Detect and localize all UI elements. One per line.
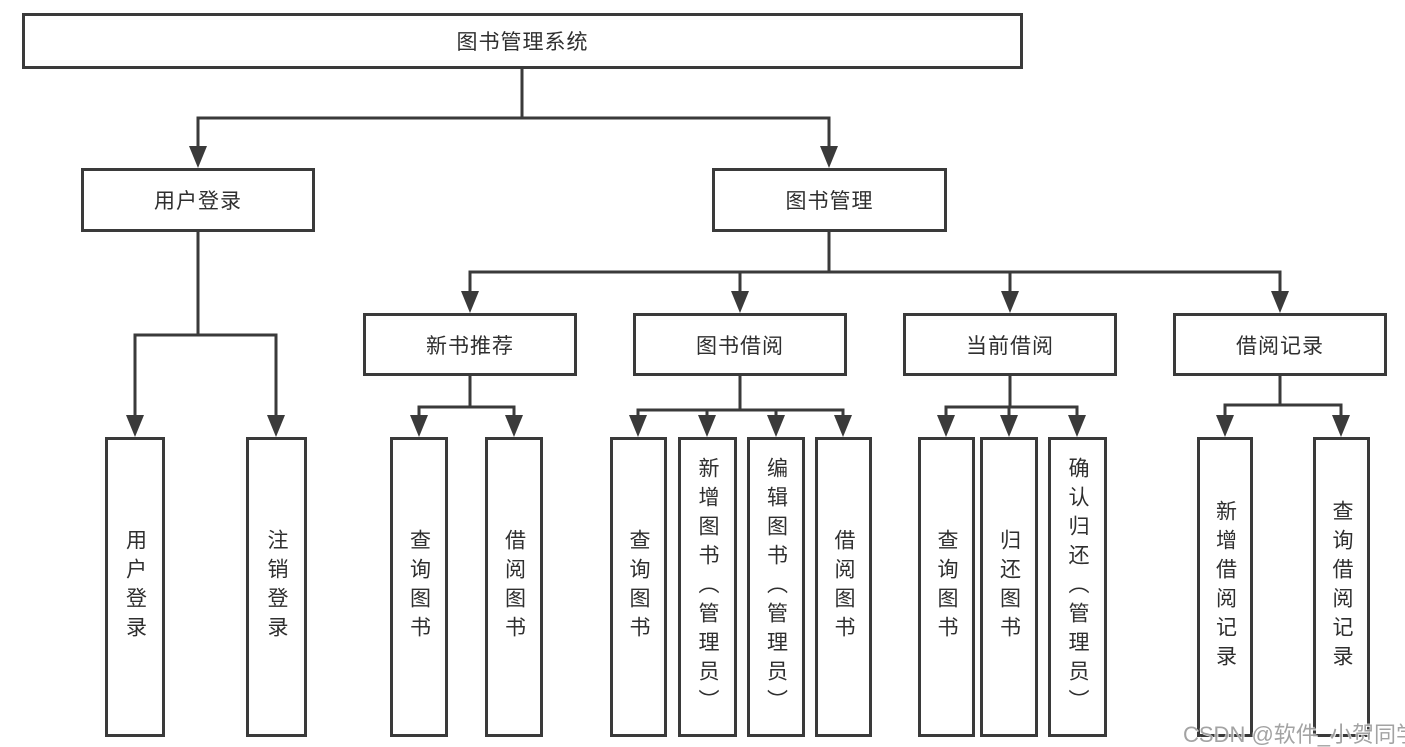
leaf-query-books-current: 查询图书: [918, 437, 975, 737]
node-label: 确认归还（管理员）: [1066, 456, 1089, 718]
node-label: 借阅记录: [1236, 334, 1324, 358]
node-label: 归还图书: [997, 529, 1021, 645]
leaf-user-login: 用户登录: [105, 437, 165, 737]
leaf-borrow-books-recommend: 借阅图书: [485, 437, 543, 737]
node-label: 图书管理系统: [456, 31, 589, 54]
node-label: 查询图书: [935, 529, 958, 645]
leaf-edit-book-admin: 编辑图书（管理员）: [747, 437, 805, 737]
node-label: 查询图书: [407, 529, 431, 645]
node-label: 图书管理: [785, 190, 874, 213]
node-label: 编辑图书（管理员）: [764, 456, 788, 718]
node-label: 借阅图书: [502, 529, 526, 645]
node-label: 当前借阅: [966, 334, 1054, 358]
node-book-management-module: 图书管理: [712, 168, 947, 232]
arrowheads: [126, 146, 1350, 437]
node-new-book-recommend: 新书推荐: [363, 313, 577, 376]
node-label: 图书借阅: [696, 334, 784, 358]
node-label: 新增图书（管理员）: [696, 456, 719, 718]
node-label: 新书推荐: [426, 334, 514, 358]
leaf-logout: 注销登录: [246, 437, 307, 737]
leaf-borrow-books: 借阅图书: [815, 437, 872, 737]
node-label: 查询借阅记录: [1330, 500, 1353, 674]
node-user-login-module: 用户登录: [81, 168, 315, 232]
leaf-add-book-admin: 新增图书（管理员）: [678, 437, 737, 737]
node-label: 用户登录: [154, 190, 242, 213]
leaf-query-books-borrow: 查询图书: [610, 437, 667, 737]
node-book-borrowing: 图书借阅: [633, 313, 847, 376]
csdn-watermark: CSDN @软件_小贺同学: [1183, 722, 1405, 747]
node-label: 查询图书: [627, 529, 650, 645]
node-label: 注销登录: [265, 529, 288, 645]
leaf-add-borrow-record: 新增借阅记录: [1197, 437, 1253, 737]
leaf-query-books-recommend: 查询图书: [390, 437, 448, 737]
leaf-confirm-return-admin: 确认归还（管理员）: [1048, 437, 1107, 737]
node-root-system: 图书管理系统: [22, 13, 1023, 69]
node-borrowing-records: 借阅记录: [1173, 313, 1387, 376]
leaf-return-book: 归还图书: [980, 437, 1038, 737]
node-label: 新增借阅记录: [1213, 500, 1237, 674]
node-label: 借阅图书: [832, 529, 855, 645]
node-label: 用户登录: [123, 529, 147, 645]
leaf-query-borrow-record: 查询借阅记录: [1313, 437, 1370, 737]
node-current-borrowing: 当前借阅: [903, 313, 1117, 376]
